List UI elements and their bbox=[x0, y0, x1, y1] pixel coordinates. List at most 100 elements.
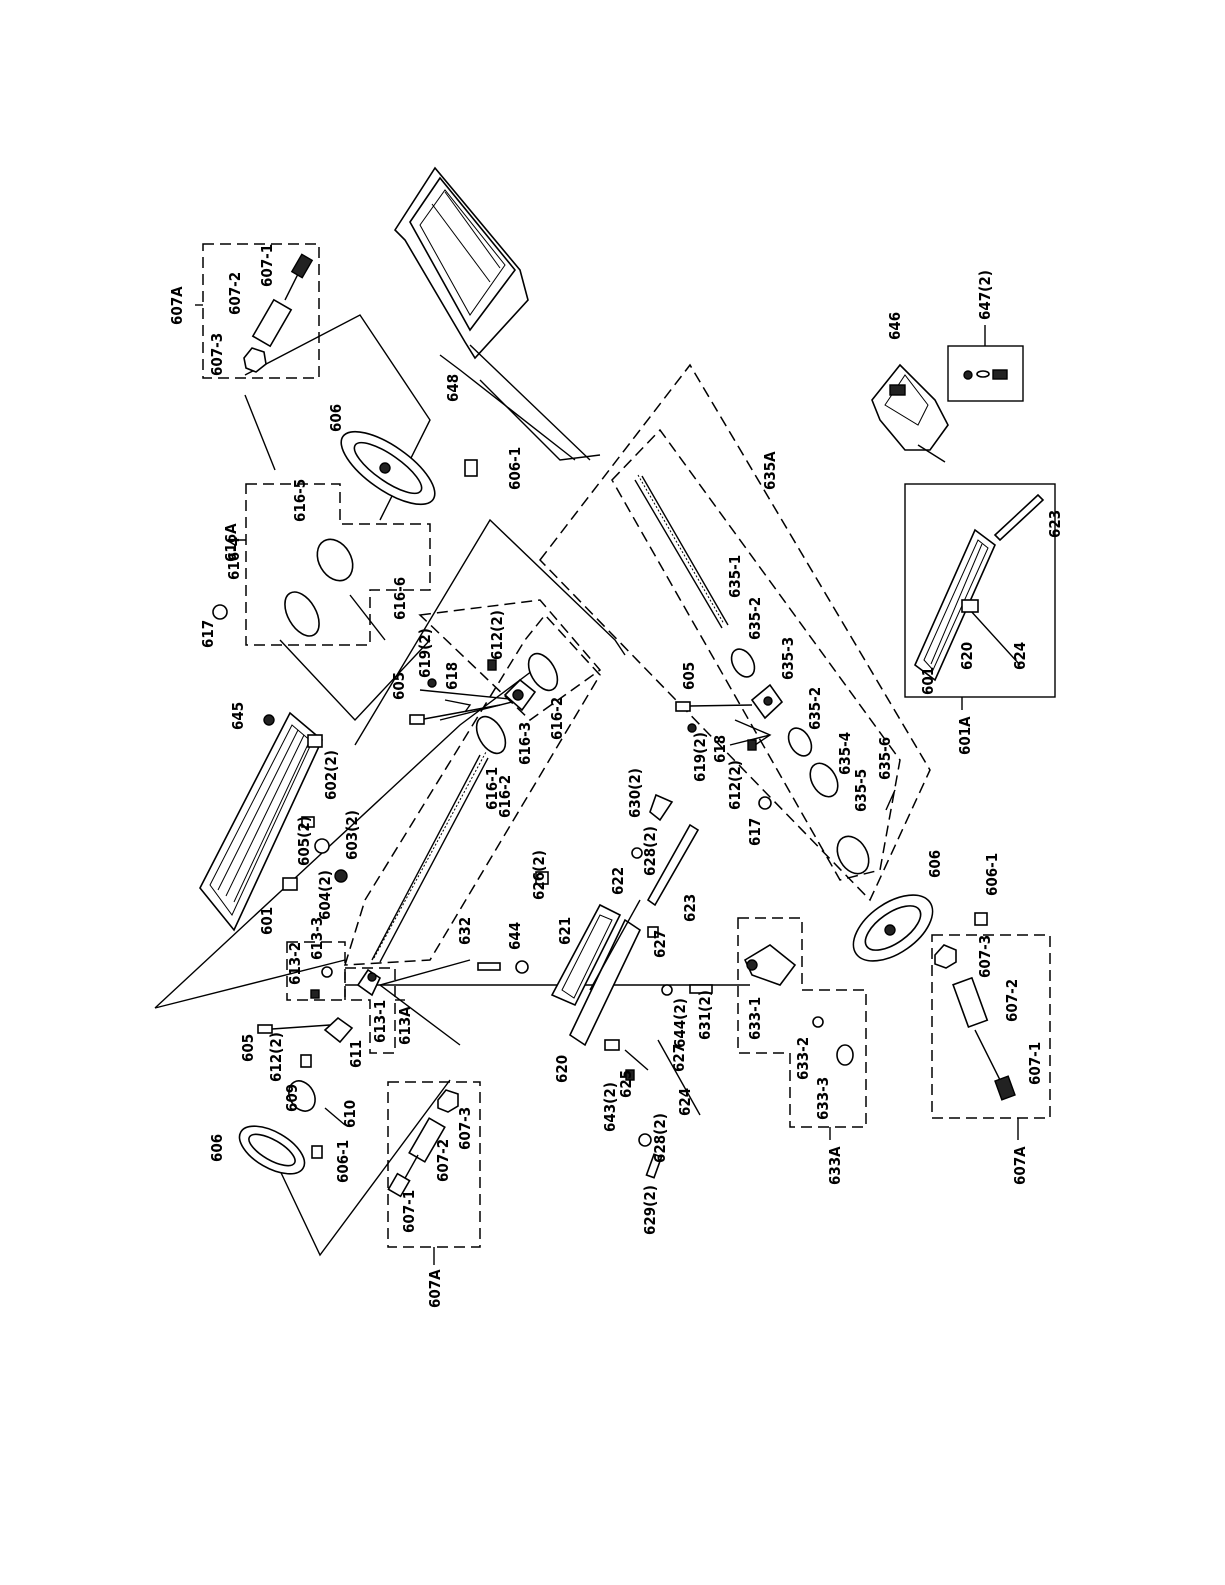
label-635-1: 635-1 bbox=[726, 555, 744, 598]
label-648: 648 bbox=[444, 374, 462, 402]
label-628-2b: 628(2) bbox=[651, 1113, 669, 1163]
label-633-3: 633-3 bbox=[814, 1077, 832, 1120]
label-633-1: 633-1 bbox=[746, 997, 764, 1040]
label-605-2: 605(2) bbox=[295, 816, 313, 866]
label-620: 620 bbox=[553, 1055, 571, 1083]
label-601b: 601 bbox=[919, 667, 937, 695]
label-603-2: 603(2) bbox=[343, 810, 361, 860]
label-612-2b: 612(2) bbox=[267, 1032, 285, 1082]
handwheel-606-top bbox=[340, 430, 478, 506]
label-605b: 605 bbox=[239, 1034, 257, 1062]
box-647 bbox=[947, 345, 1024, 402]
label-610: 610 bbox=[341, 1100, 359, 1128]
base-648-drawing bbox=[393, 166, 591, 461]
label-647-2: 647(2) bbox=[976, 270, 994, 320]
label-616-6: 616-6 bbox=[391, 577, 409, 620]
label-606-1: 606-1 bbox=[506, 447, 524, 490]
label-607-1b: 607-1 bbox=[400, 1190, 418, 1233]
label-607-3b: 607-3 bbox=[456, 1107, 474, 1150]
label-613A: 613A bbox=[396, 1006, 414, 1045]
label-617b: 617 bbox=[746, 818, 764, 846]
label-632: 632 bbox=[456, 917, 474, 945]
label-631-2: 631(2) bbox=[696, 990, 714, 1040]
label-601A: 601A bbox=[956, 716, 974, 755]
label-607-2b: 607-2 bbox=[434, 1139, 452, 1182]
label-626-2: 626(2) bbox=[530, 850, 548, 900]
label-606-1b: 606-1 bbox=[334, 1140, 352, 1183]
label-623: 623 bbox=[681, 894, 699, 922]
label-616A: 616A bbox=[222, 523, 240, 562]
label-605c: 605 bbox=[680, 662, 698, 690]
left-handwheel-assembly bbox=[238, 1016, 354, 1175]
guide-lines bbox=[154, 314, 772, 1257]
label-635-3: 635-3 bbox=[779, 637, 797, 680]
vise-646-drawing bbox=[871, 363, 949, 463]
label-627: 627 bbox=[651, 930, 669, 958]
label-619-2: 619(2) bbox=[416, 628, 434, 678]
label-646: 646 bbox=[886, 312, 904, 340]
bracket-633-assembly bbox=[743, 944, 854, 1066]
label-616-2b: 616-2 bbox=[496, 775, 514, 818]
label-635-6: 635-6 bbox=[876, 737, 894, 780]
label-602-2: 602(2) bbox=[322, 750, 340, 800]
label-624b: 624 bbox=[1011, 642, 1029, 670]
label-607-3c: 607-3 bbox=[976, 935, 994, 978]
label-607A-c: 607A bbox=[1011, 1146, 1029, 1185]
label-607-1: 607-1 bbox=[258, 244, 276, 287]
handle-607-lower-left bbox=[387, 1089, 459, 1198]
label-620b: 620 bbox=[958, 642, 976, 670]
label-621: 621 bbox=[556, 917, 574, 945]
label-607-3: 607-3 bbox=[208, 333, 226, 376]
label-609: 609 bbox=[283, 1084, 301, 1112]
handwheel-606-right bbox=[852, 894, 988, 962]
label-607A: 607A bbox=[168, 286, 186, 325]
label-617: 617 bbox=[199, 620, 217, 648]
handle-607-top bbox=[243, 253, 314, 373]
label-616-2: 616-2 bbox=[548, 697, 566, 740]
label-607A-b: 607A bbox=[426, 1269, 444, 1308]
label-616-5: 616-5 bbox=[291, 479, 309, 522]
label-618: 618 bbox=[443, 662, 461, 690]
label-627b: 627 bbox=[670, 1044, 688, 1072]
label-618b: 618 bbox=[711, 735, 729, 763]
label-604-2: 604(2) bbox=[316, 870, 334, 920]
label-643-2: 643(2) bbox=[601, 1082, 619, 1132]
label-607-1c: 607-1 bbox=[1026, 1042, 1044, 1085]
saddle-620-assembly bbox=[477, 793, 713, 1179]
label-613-3: 613-3 bbox=[308, 917, 326, 960]
label-606: 606 bbox=[327, 404, 345, 432]
box-601A bbox=[904, 483, 1056, 698]
bracket-616-3 bbox=[409, 659, 537, 725]
bracket-613-assembly bbox=[310, 966, 382, 999]
label-607-2: 607-2 bbox=[226, 272, 244, 315]
label-613-1: 613-1 bbox=[371, 1000, 389, 1043]
label-605: 605 bbox=[390, 672, 408, 700]
label-623b: 623 bbox=[1046, 510, 1064, 538]
label-635-4: 635-4 bbox=[836, 732, 854, 775]
label-633A: 633A bbox=[826, 1146, 844, 1185]
label-616-4: 616-4 bbox=[225, 537, 243, 580]
label-616-3: 616-3 bbox=[516, 722, 534, 765]
label-635A: 635A bbox=[761, 451, 779, 490]
label-633-2: 633-2 bbox=[794, 1037, 812, 1080]
label-644-2: 644(2) bbox=[671, 998, 689, 1048]
label-619-2b: 619(2) bbox=[691, 732, 709, 782]
label-622: 622 bbox=[609, 867, 627, 895]
leadscrew-635-assembly bbox=[634, 474, 896, 875]
label-635-2b: 635-2 bbox=[806, 687, 824, 730]
label-606c: 606 bbox=[926, 850, 944, 878]
label-612-2c: 612(2) bbox=[726, 760, 744, 810]
part-labels: 607A 607-3 607-2 607-1 648 606 606-1 616… bbox=[168, 244, 1064, 1308]
label-644: 644 bbox=[506, 922, 524, 950]
label-613-2: 613-2 bbox=[286, 942, 304, 985]
table-601-drawing bbox=[199, 711, 323, 932]
label-624: 624 bbox=[676, 1088, 694, 1116]
label-645: 645 bbox=[229, 702, 247, 730]
label-606-1c: 606-1 bbox=[983, 853, 1001, 896]
label-606b: 606 bbox=[208, 1134, 226, 1162]
label-616-1: 616-1 bbox=[483, 767, 501, 810]
label-635-5: 635-5 bbox=[852, 769, 870, 812]
label-628-2: 628(2) bbox=[641, 826, 659, 876]
table-fasteners bbox=[263, 714, 348, 891]
